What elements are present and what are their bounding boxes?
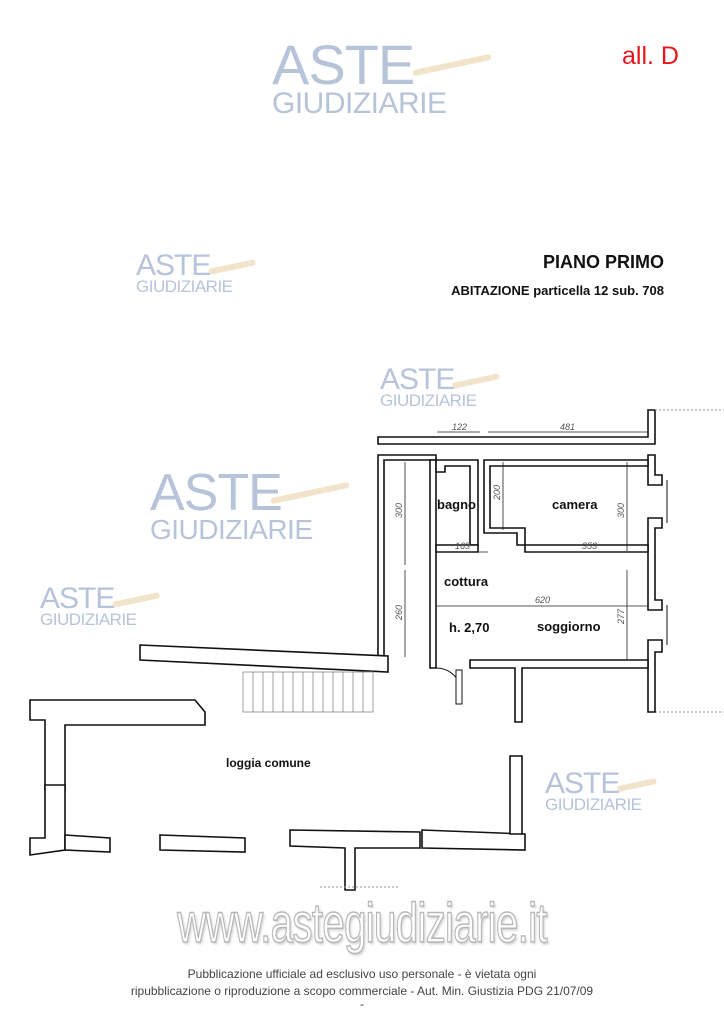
wall (159, 834, 246, 853)
footer-notice: Pubblicazione ufficiale ad esclusivo uso… (0, 966, 724, 1011)
wall (435, 459, 479, 546)
attachment-label: all. D (622, 42, 679, 70)
room-label-bagno: bagno (437, 497, 476, 512)
dimension-label: 163 (455, 541, 470, 551)
footer-line: - (360, 997, 364, 1011)
dimension-label: 300 (616, 503, 626, 518)
watermark-logo: ASTE GIUDIZIARIE (150, 467, 350, 543)
plan-title: PIANO PRIMO (542, 252, 664, 272)
wall (29, 784, 66, 856)
ceiling-height-label: h. 2,70 (449, 620, 489, 635)
dimension-label: 277 (616, 608, 626, 625)
wall (421, 829, 526, 851)
watermark-logo: ASTE GIUDIZIARIE (136, 251, 257, 295)
dimension-label: 353 (582, 541, 597, 551)
dimension-label: 260 (394, 605, 404, 621)
watermark-logo: ASTE GIUDIZIARIE (545, 769, 658, 813)
wall (469, 659, 649, 723)
wall (289, 829, 421, 891)
footer-line: Pubblicazione ufficiale ad esclusivo uso… (187, 967, 537, 981)
wall (139, 644, 389, 673)
wall (509, 755, 523, 835)
staircase (242, 671, 374, 713)
room-label-camera: camera (552, 497, 598, 512)
wall (647, 454, 663, 486)
dimension-label: 200 (492, 485, 502, 501)
wall (429, 459, 437, 669)
watermark-logo: ASTE GIUDIZIARIE (380, 365, 501, 409)
room-label-loggia: loggia comune (226, 756, 311, 770)
dimension-label: 122 (452, 422, 467, 432)
wall (377, 409, 656, 445)
footer-line: ripubblicazione o riproduzione a scopo c… (130, 984, 594, 998)
dimension-label: 300 (394, 503, 404, 518)
wall (377, 454, 437, 669)
dimension-label: 481 (560, 422, 575, 432)
dimension-label: 620 (535, 595, 550, 605)
watermark-logo: ASTE GIUDIZIARIE (40, 584, 161, 628)
watermark-logo: ASTE GIUDIZIARIE (272, 36, 492, 119)
wall (647, 639, 663, 713)
room-label-soggiorno: soggiorno (537, 619, 601, 634)
wall (483, 459, 649, 546)
room-label-cottura: cottura (444, 574, 489, 589)
plan-subtitle: ABITAZIONE particella 12 sub. 708 (451, 283, 664, 298)
wall (29, 699, 206, 791)
watermark-site: www.astegiudiziarie.it (177, 890, 548, 955)
wall (647, 517, 663, 611)
wall (64, 834, 111, 853)
